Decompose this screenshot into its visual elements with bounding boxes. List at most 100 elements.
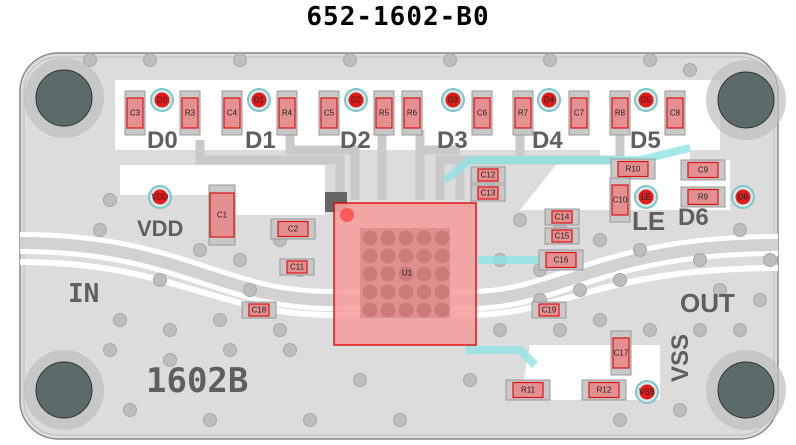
component-r11[interactable]: R11 — [505, 379, 551, 401]
component-c1[interactable]: C1 — [208, 184, 236, 246]
ic-thermal-via — [416, 266, 432, 282]
component-body — [126, 97, 144, 129]
via — [273, 323, 287, 337]
component-c9[interactable]: C9 — [680, 159, 726, 181]
component-c7[interactable]: C7 — [568, 90, 590, 136]
component-c16[interactable]: C16 — [538, 249, 584, 271]
test-point-label: D4 — [544, 96, 555, 105]
ic-thermal-via — [362, 248, 378, 264]
component-body — [278, 97, 296, 129]
component-ref-label: R10 — [626, 165, 641, 174]
silk-d5: D5 — [630, 127, 661, 154]
silk-out: OUT — [680, 288, 735, 318]
test-point-d5[interactable]: D5 — [634, 88, 658, 112]
component-c19[interactable]: C19 — [531, 301, 567, 319]
ic-thermal-via — [416, 284, 432, 300]
ic-thermal-via — [380, 230, 396, 246]
component-r12[interactable]: R12 — [581, 379, 627, 401]
via-field — [83, 53, 777, 427]
component-ref-label: C11 — [290, 263, 305, 272]
ic-thermal-via — [398, 230, 414, 246]
test-point-vdd[interactable]: VDD — [148, 185, 172, 209]
component-body — [473, 97, 491, 129]
component-c13[interactable]: C13 — [470, 184, 506, 202]
silk-d3: D3 — [437, 127, 468, 154]
component-body — [223, 97, 241, 129]
component-ref-label: C5 — [324, 109, 335, 118]
test-point-label: LE — [641, 193, 651, 202]
ic-thermal-via — [380, 284, 396, 300]
component-r9[interactable]: R9 — [680, 186, 726, 208]
component-c12[interactable]: C12 — [470, 166, 506, 184]
component-c4[interactable]: C4 — [221, 90, 243, 136]
via — [593, 313, 607, 327]
test-point-label: D3 — [448, 96, 459, 105]
test-point-vss[interactable]: VSS — [635, 380, 659, 404]
component-c3[interactable]: C3 — [124, 90, 146, 136]
component-ref-label: C4 — [227, 109, 238, 118]
test-point-d1[interactable]: D1 — [247, 88, 271, 112]
via — [303, 413, 317, 427]
component-c11[interactable]: C11 — [279, 258, 315, 276]
silk-d2: D2 — [340, 127, 371, 154]
silk-d6: D6 — [678, 204, 709, 231]
component-c15[interactable]: C15 — [544, 227, 580, 245]
ic-thermal-via — [398, 248, 414, 264]
component-r6[interactable]: R6 — [401, 90, 423, 136]
component-ref-label: C2 — [288, 225, 299, 234]
test-point-d6[interactable]: D6 — [731, 185, 755, 209]
via — [513, 213, 527, 227]
component-r10[interactable]: R10 — [610, 158, 656, 180]
component-body — [514, 97, 532, 129]
component-r8[interactable]: R8 — [609, 90, 631, 136]
ic-thermal-via — [416, 230, 432, 246]
silk-d1: D1 — [245, 127, 276, 154]
ic-thermal-via — [416, 248, 432, 264]
test-point-le[interactable]: LE — [634, 185, 658, 209]
component-body — [181, 97, 199, 129]
ic-thermal-via — [380, 302, 396, 318]
ic-thermal-via — [362, 230, 378, 246]
mount-hole-top-left — [24, 58, 104, 138]
component-c5[interactable]: C5 — [318, 90, 340, 136]
component-body — [551, 229, 573, 243]
ic-thermal-via — [398, 284, 414, 300]
component-ref-label: C14 — [555, 213, 570, 222]
ic-thermal-via — [434, 248, 450, 264]
test-point-d0[interactable]: D0 — [150, 88, 174, 112]
component-c6[interactable]: C6 — [471, 90, 493, 136]
component-r7[interactable]: R7 — [512, 90, 534, 136]
component-ref-label: C17 — [614, 349, 629, 358]
component-ref-label: C18 — [252, 306, 267, 315]
via — [153, 273, 167, 287]
highlight-trace-le — [442, 144, 691, 184]
component-c2[interactable]: C2 — [270, 218, 316, 240]
ic-ref-label: U1 — [402, 269, 413, 278]
component-ref-label: C9 — [698, 166, 709, 175]
component-body — [320, 97, 338, 129]
component-r3[interactable]: R3 — [179, 90, 201, 136]
test-point-d4[interactable]: D4 — [537, 88, 561, 112]
component-body — [687, 188, 719, 206]
component-c17[interactable]: C17 — [610, 330, 632, 376]
pin1-dot — [340, 208, 354, 222]
component-r5[interactable]: R5 — [373, 90, 395, 136]
via — [283, 343, 297, 357]
silk-d4: D4 — [532, 127, 563, 154]
component-body — [570, 97, 588, 129]
component-c8[interactable]: C8 — [664, 90, 686, 136]
ic-u1[interactable]: U1 — [325, 192, 477, 346]
via — [633, 243, 647, 257]
silk-vss: VSS — [667, 334, 694, 382]
ic-thermal-via — [434, 230, 450, 246]
test-point-d2[interactable]: D2 — [344, 88, 368, 112]
component-r4[interactable]: R4 — [276, 90, 298, 136]
component-c10[interactable]: C10 — [609, 177, 631, 223]
via — [203, 413, 217, 427]
test-point-d3[interactable]: D3 — [441, 88, 465, 112]
component-body — [545, 251, 577, 269]
via — [223, 343, 237, 357]
test-point-label: D6 — [738, 193, 749, 202]
component-c14[interactable]: C14 — [544, 208, 580, 226]
component-c18[interactable]: C18 — [241, 301, 277, 319]
